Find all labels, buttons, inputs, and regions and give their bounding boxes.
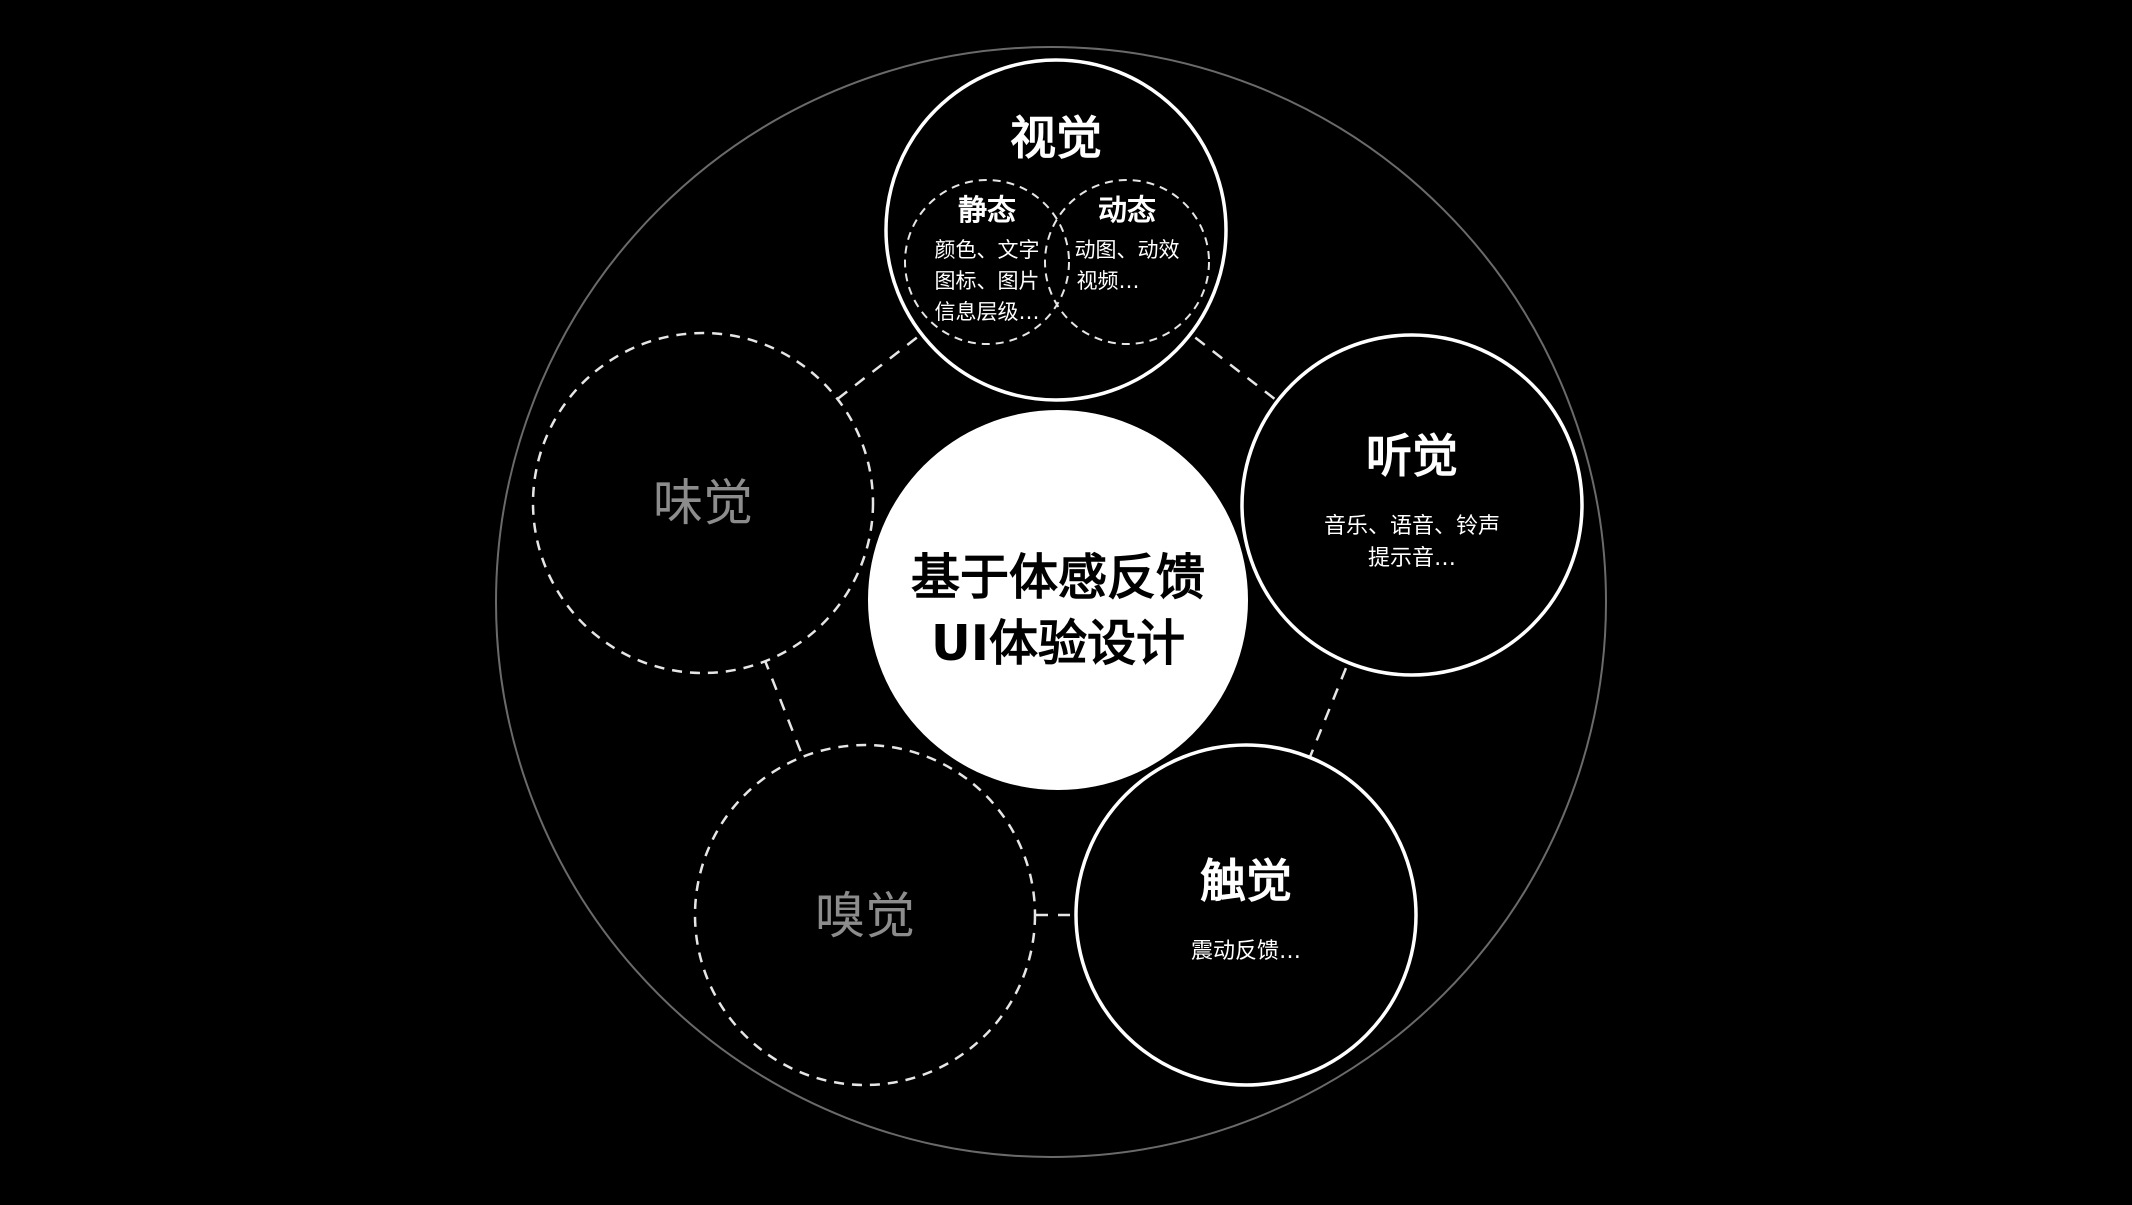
center-circle [868, 410, 1248, 790]
touch-desc-line1: 震动反馈… [1191, 939, 1301, 964]
vision-static-title: 静态 [958, 193, 1016, 227]
sense-hearing: 听觉 音乐、语音、铃声 提示音… [1240, 333, 1584, 677]
vision-dynamic-line2: 视频… [1077, 269, 1140, 293]
sense-touch: 触觉 震动反馈… [1074, 743, 1418, 1087]
hearing-title: 听觉 [1366, 429, 1458, 483]
hearing-circle [1240, 333, 1584, 677]
vision-static-circle [904, 179, 1070, 345]
smell-title: 嗅觉 [815, 887, 915, 945]
vision-static-line2: 图标、图片 [935, 269, 1040, 293]
sense-vision: 视觉 静态 颜色、文字 图标、图片 信息层级… 动态 动图、动效 视频… [884, 58, 1228, 402]
vision-static-line3: 信息层级… [935, 300, 1040, 324]
smell-circle [693, 743, 1037, 1087]
center-title-line2: UI体验设计 [931, 615, 1185, 672]
vision-dynamic-title: 动态 [1098, 193, 1156, 227]
outer-ring [495, 46, 1607, 1158]
touch-circle [1074, 743, 1418, 1087]
hearing-desc-line2: 提示音… [1368, 546, 1456, 571]
taste-circle [531, 331, 875, 675]
vision-static-line1: 颜色、文字 [935, 238, 1040, 262]
center-hub: 基于体感反馈 UI体验设计 [868, 410, 1248, 790]
hearing-desc-line1: 音乐、语音、铃声 [1324, 514, 1500, 539]
vision-circle [884, 58, 1228, 402]
sense-smell: 嗅觉 [693, 743, 1037, 1087]
sense-taste: 味觉 [531, 331, 875, 675]
touch-title: 触觉 [1200, 854, 1292, 908]
vision-dynamic-line1: 动图、动效 [1075, 238, 1180, 262]
taste-title: 味觉 [653, 474, 753, 532]
vision-dynamic-circle [1044, 179, 1210, 345]
vision-title: 视觉 [1010, 111, 1102, 165]
center-title-line1: 基于体感反馈 [911, 549, 1205, 606]
